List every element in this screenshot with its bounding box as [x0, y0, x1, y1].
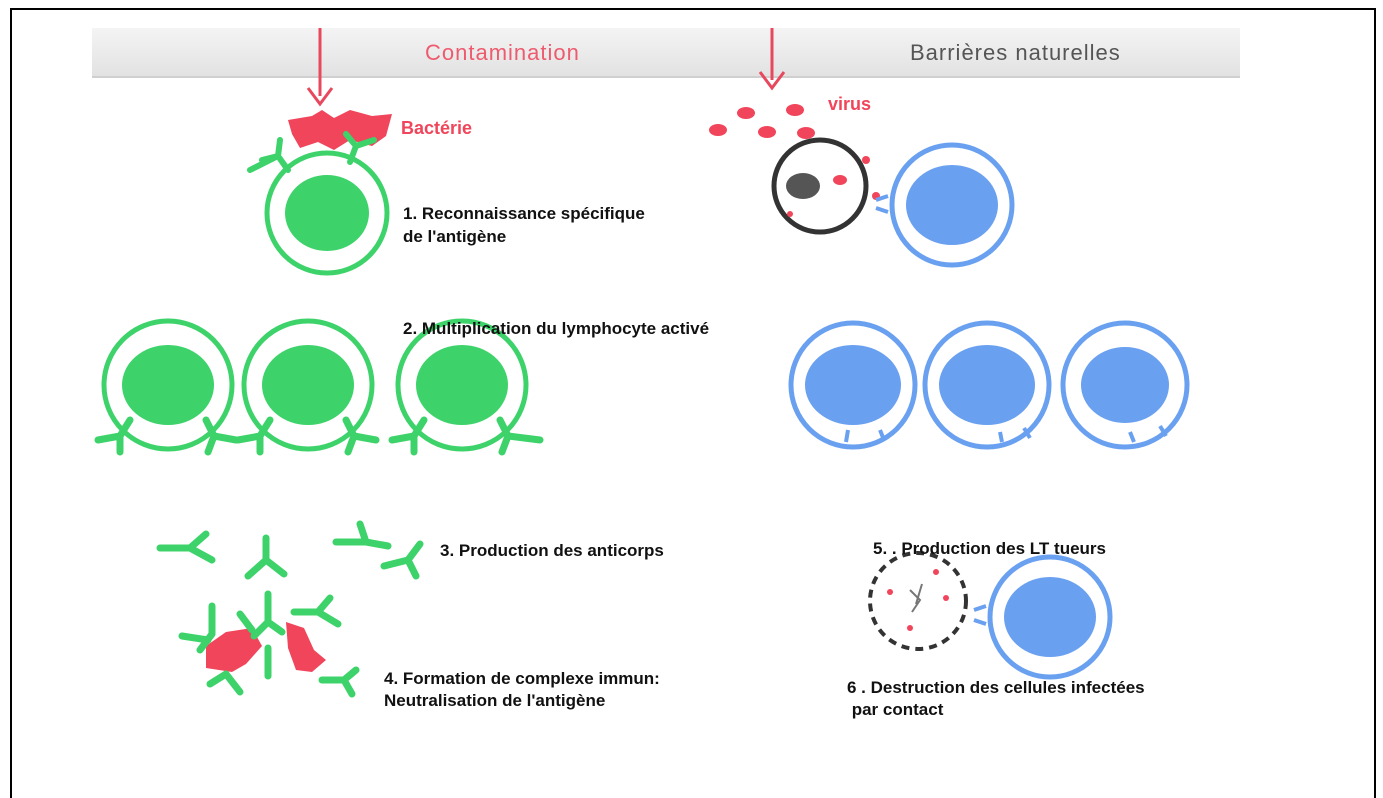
immune-complexes — [178, 590, 360, 698]
multiplied-lymphocytes-t — [788, 320, 1190, 450]
destroyed-infected-cell — [868, 551, 968, 651]
step6-line2: par contact — [847, 700, 944, 719]
virus-particles — [709, 104, 815, 139]
bacterium-shape — [288, 110, 392, 150]
diagram-frame — [10, 8, 1376, 798]
virus-label: virus — [828, 94, 872, 114]
lymphocyte-t-recognition — [875, 142, 1015, 268]
lymphocyte-b-recognition — [247, 131, 390, 276]
infected-cell — [771, 137, 880, 235]
step5-text: 5. . Production des LT tueurs — [873, 539, 1106, 558]
step3-text: 3. Production des anticorps — [440, 541, 664, 560]
multiplied-lymphocytes-b — [94, 318, 544, 456]
step1-line1: 1. Reconnaissance spécifique — [403, 204, 645, 223]
contamination-label: Contamination — [425, 40, 580, 65]
step2-text: 2. Multiplication du lymphocyte activé — [403, 319, 710, 338]
contamination-arrow-virus — [758, 28, 786, 91]
step6-line1: 6 . Destruction des cellules infectées — [847, 678, 1145, 697]
step4-line2: Neutralisation de l'antigène — [384, 691, 606, 710]
contamination-arrow-bacteria — [306, 28, 334, 107]
killer-t-lymphocyte — [973, 554, 1113, 680]
step1-line2: de l'antigène — [403, 227, 507, 246]
natural-barriers-label: Barrières naturelles — [910, 40, 1121, 65]
bacteria-label: Bactérie — [401, 118, 473, 138]
step4-line1: 4. Formation de complexe immun: — [384, 669, 660, 688]
free-antibodies — [156, 520, 424, 580]
header-bar — [92, 28, 1240, 78]
